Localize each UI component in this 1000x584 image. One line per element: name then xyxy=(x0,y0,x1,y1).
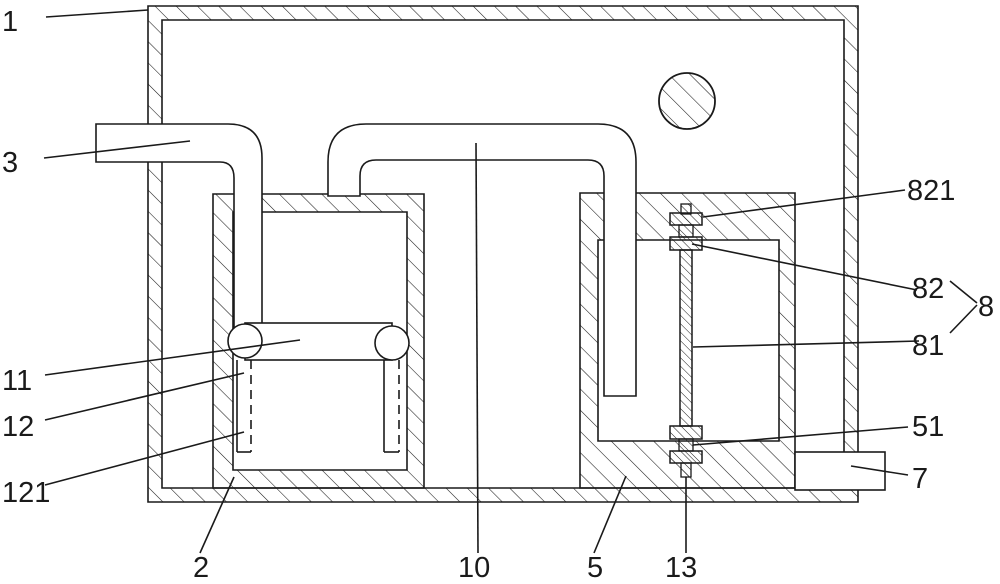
reference-labels: 1 3 11 12 121 2 10 5 13 821 82 8 81 51 7 xyxy=(2,6,994,584)
sensor-assembly xyxy=(669,203,703,478)
label-11: 11 xyxy=(2,365,32,397)
label-821: 821 xyxy=(907,175,955,207)
leader-lines xyxy=(43,9,978,554)
label-51: 51 xyxy=(912,411,944,443)
label-12: 12 xyxy=(2,411,34,443)
inlet-pipe xyxy=(95,123,263,337)
connecting-pipe xyxy=(327,123,637,397)
label-2: 2 xyxy=(193,552,209,584)
circular-port xyxy=(658,72,716,130)
label-81: 81 xyxy=(912,330,944,362)
label-121: 121 xyxy=(2,477,50,509)
label-82: 82 xyxy=(912,273,944,305)
label-8: 8 xyxy=(978,291,994,323)
float-assembly xyxy=(227,322,410,453)
outlet-pipe xyxy=(794,451,886,491)
label-10: 10 xyxy=(458,552,490,584)
label-3: 3 xyxy=(2,147,18,179)
label-1: 1 xyxy=(2,6,18,38)
label-13: 13 xyxy=(665,552,697,584)
label-7: 7 xyxy=(912,463,928,495)
label-5: 5 xyxy=(587,552,603,584)
